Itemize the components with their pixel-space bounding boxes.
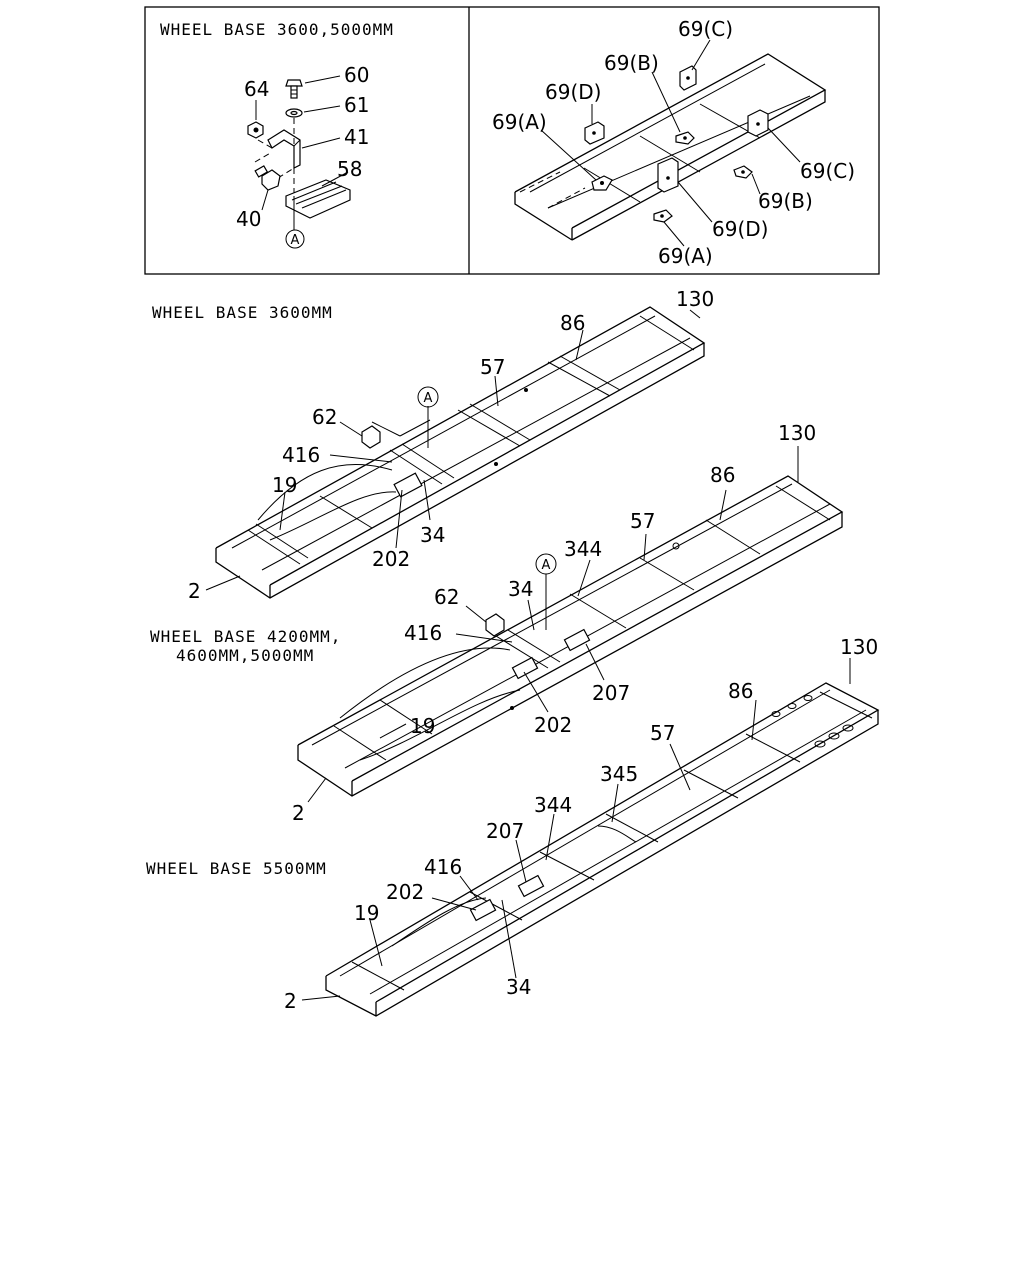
label-60: 60 (344, 63, 369, 87)
frame-5500-label-2: 2 (284, 989, 297, 1013)
frame-4200-chassis (297, 475, 844, 797)
label-64: 64 (244, 77, 269, 101)
frame-5500-label-57: 57 (650, 721, 675, 745)
detail-right: 69(C) 69(B) 69(D) 69(A) 69(C) 69(B) 69(D… (492, 17, 855, 268)
frame-5500-label-19: 19 (354, 901, 379, 925)
frame-3600-plate-202-icon (393, 472, 423, 498)
frame-4200-callout-a-text: A (542, 558, 551, 573)
frame-4200-label-207: 207 (592, 681, 630, 705)
label-69d-bottom: 69(D) (712, 217, 768, 241)
detail-left-title: WHEEL BASE 3600,5000MM (160, 20, 394, 39)
frame-3600-label-19: 19 (272, 473, 297, 497)
frame-5500-label-202: 202 (386, 880, 424, 904)
bolt-40-icon (254, 165, 281, 191)
frame-3600-label-130: 130 (676, 287, 714, 311)
label-69b-top: 69(B) (604, 51, 659, 75)
frame-5500-plate-202-icon (469, 898, 497, 922)
frame-5500-title: WHEEL BASE 5500MM (146, 859, 327, 878)
detail-box (144, 6, 880, 275)
frame-4200-nut-62-icon (485, 613, 505, 637)
frame-4200-label-130: 130 (778, 421, 816, 445)
frame-3600-label-416: 416 (282, 443, 320, 467)
frame-5500-label-416: 416 (424, 855, 462, 879)
label-40: 40 (236, 207, 261, 231)
frame-4200-label-62: 62 (434, 585, 459, 609)
plate-69d-lower-icon (657, 157, 679, 193)
frame-5500: WHEEL BASE 5500MM (146, 635, 880, 1017)
frame-3600-nut-62-icon (361, 425, 381, 449)
detail-box-border (144, 6, 880, 275)
rail-58-icon (285, 179, 351, 219)
frame-3600-title: WHEEL BASE 3600MM (152, 303, 333, 322)
callout-a-icon (285, 229, 305, 249)
label-69b-bottom: 69(B) (758, 189, 813, 213)
frame-4200-label-2: 2 (292, 801, 305, 825)
frame-5500-label-130: 130 (840, 635, 878, 659)
label-69d-top: 69(D) (545, 80, 601, 104)
frame-3600-label-2: 2 (188, 579, 201, 603)
frame-4200-label-57: 57 (630, 509, 655, 533)
plate-69d-upper-icon (584, 121, 605, 145)
nut-64-icon (247, 121, 264, 139)
plate-69a-upper-icon (591, 175, 613, 191)
frame-3600-label-202: 202 (372, 547, 410, 571)
frame-3600-label-86: 86 (560, 311, 585, 335)
frame-3600: WHEEL BASE 3600MM (152, 287, 714, 603)
callout-a-text: A (291, 233, 300, 248)
label-58: 58 (337, 157, 362, 181)
frame-4200-label-202: 202 (534, 713, 572, 737)
washer-61-icon (285, 108, 303, 118)
frame-3600-label-34: 34 (420, 523, 445, 547)
bolt-60-icon (285, 79, 303, 99)
frame-4200-callout-a-icon (535, 553, 557, 575)
frame-4200-label-86: 86 (710, 463, 735, 487)
frame-4200-label-19: 19 (410, 714, 435, 738)
frame-5500-label-34: 34 (506, 975, 531, 999)
detail-left: WHEEL BASE 3600,5000MM (160, 20, 394, 249)
frame-4200-plate-202-icon (511, 656, 539, 680)
frame-4200-title-line1: WHEEL BASE 4200MM, (150, 627, 341, 646)
bracket-41-icon (267, 129, 301, 169)
frame-4200-title-line2: 4600MM,5000MM (176, 646, 314, 665)
frame-4200-plate-207-icon (563, 628, 591, 652)
frame-3600-label-57: 57 (480, 355, 505, 379)
frame-3600-chassis (215, 306, 706, 599)
label-61: 61 (344, 93, 369, 117)
label-69c-top: 69(C) (678, 17, 733, 41)
frame-4200: WHEEL BASE 4200MM, 4600MM,5000MM (150, 421, 844, 825)
frame-3600-label-62: 62 (312, 405, 337, 429)
frame-5500-label-207: 207 (486, 819, 524, 843)
plate-69b-lower-icon (733, 165, 753, 179)
label-69c-bottom: 69(C) (800, 159, 855, 183)
plate-69a-lower-icon (653, 209, 673, 223)
frame-5500-label-345: 345 (600, 762, 638, 786)
plate-69c-upper-icon (679, 65, 697, 91)
frame-4200-label-34: 34 (508, 577, 533, 601)
plate-69b-upper-icon (675, 131, 695, 145)
frame-5500-label-86: 86 (728, 679, 753, 703)
frame-4200-label-344: 344 (564, 537, 602, 561)
frame-4200-label-416: 416 (404, 621, 442, 645)
label-69a-top: 69(A) (492, 110, 547, 134)
plate-69c-lower-icon (747, 109, 769, 137)
label-41: 41 (344, 125, 369, 149)
frame-5500-chassis (325, 682, 880, 1017)
frame-5500-label-344: 344 (534, 793, 572, 817)
frame-3600-callout-a-icon (417, 386, 439, 408)
frame-5500-plate-207-icon (517, 874, 545, 898)
frame-3600-callout-a-text: A (424, 391, 433, 406)
label-69a-bottom: 69(A) (658, 244, 713, 268)
